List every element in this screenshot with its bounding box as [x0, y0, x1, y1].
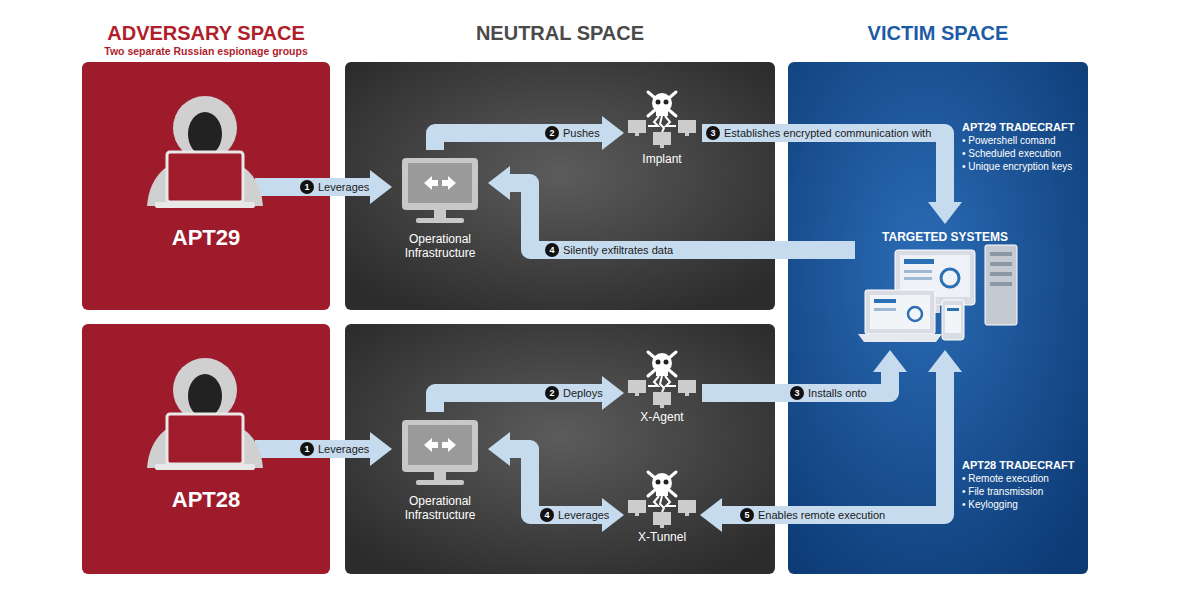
node-label: Operational Infrastructure — [390, 232, 490, 260]
arrow-label: Establishes encrypted communication with — [722, 125, 933, 141]
tradecraft-heading: APT29 TRADECRAFT — [962, 121, 1074, 134]
device-group — [904, 259, 934, 264]
neutral-panel — [345, 62, 775, 310]
callout-number: 2 — [545, 126, 559, 140]
malware-skull-icon — [628, 352, 696, 408]
callout-number: 5 — [740, 508, 754, 522]
arrow-label: Silently exfiltrates data — [561, 242, 675, 258]
callout-number: 1 — [300, 442, 314, 456]
device-group — [870, 295, 930, 329]
target-systems-box: TARGETED SYSTEMS — [855, 222, 1035, 352]
column-heading: NEUTRAL SPACE — [476, 21, 644, 45]
tradecraft-item: • Keylogging — [962, 499, 1018, 511]
malware-node: X-Agent — [622, 352, 702, 432]
node-label: X-Agent — [622, 410, 702, 424]
adversary-panel — [82, 62, 330, 310]
malware-skull-icon — [628, 92, 696, 148]
neutral-panel — [345, 324, 775, 574]
device-group — [990, 252, 1012, 256]
flow-arrow — [510, 183, 855, 250]
device-group — [990, 272, 1012, 276]
callout-number: 3 — [790, 386, 804, 400]
arrow-label: Leverages — [316, 179, 371, 195]
device-group — [942, 300, 964, 340]
flow-arrow — [510, 449, 602, 515]
node-label: X-Tunnel — [622, 530, 702, 544]
server-monitor-icon — [402, 158, 478, 223]
callout-number: 2 — [545, 386, 559, 400]
arrow-label: Installs onto — [806, 385, 869, 401]
column-subheading: Two separate Russian espionage groups — [104, 45, 307, 58]
device-group — [874, 299, 896, 303]
tradecraft-item: • Unique encryption keys — [962, 161, 1072, 173]
arrow-label: Deploys — [561, 385, 605, 401]
arrow-label: Leverages — [556, 507, 611, 523]
hacker-icon — [147, 96, 263, 208]
arrow-label: Enables remote execution — [756, 507, 887, 523]
adversary-group-box: APT29 — [82, 62, 330, 310]
device-group — [858, 245, 1017, 342]
tradecraft-heading: APT28 TRADECRAFT — [962, 459, 1074, 472]
column-heading: VICTIM SPACE — [868, 21, 1009, 45]
arrow-label: Pushes — [561, 125, 602, 141]
device-group — [865, 290, 935, 334]
device-group — [990, 282, 1012, 286]
server-monitor-icon — [402, 420, 478, 485]
callout-number: 4 — [540, 508, 554, 522]
tradecraft-item: • Scheduled execution — [962, 148, 1061, 160]
adversary-group-box: APT28 — [82, 324, 330, 574]
adversary-panel — [82, 324, 330, 574]
tradecraft-item: • Remote execution — [962, 473, 1049, 485]
arrow-label: Leverages — [316, 441, 371, 457]
callout-number: 1 — [300, 180, 314, 194]
malware-skull-icon — [628, 472, 696, 528]
device-group — [985, 245, 1017, 325]
malware-node: Implant — [622, 92, 702, 172]
device-group — [904, 270, 932, 273]
tradecraft-item: • File transmission — [962, 486, 1043, 498]
device-group — [858, 334, 942, 342]
device-group — [874, 308, 896, 311]
callout-number: 3 — [706, 126, 720, 140]
flow-arrow — [702, 133, 945, 202]
device-group — [945, 305, 961, 333]
node-label: APT29 — [82, 225, 330, 251]
callout-number: 4 — [545, 243, 559, 257]
device-group — [904, 277, 932, 280]
device-group — [947, 308, 959, 311]
device-group — [941, 269, 959, 287]
flow-arrow — [722, 372, 945, 515]
node-label: Operational Infrastructure — [390, 494, 490, 522]
node-label: Implant — [622, 152, 702, 166]
infrastructure-node: Operational Infrastructure — [390, 150, 490, 270]
node-label: TARGETED SYSTEMS — [855, 230, 1035, 244]
column-heading: ADVERSARY SPACE — [107, 21, 304, 45]
infrastructure-node: Operational Infrastructure — [390, 412, 490, 532]
tradecraft-item: • Powershell comand — [962, 135, 1056, 147]
node-label: APT28 — [82, 487, 330, 513]
malware-node: X-Tunnel — [622, 472, 702, 552]
hacker-icon — [147, 358, 263, 470]
device-group — [990, 262, 1012, 266]
device-group — [908, 307, 922, 321]
